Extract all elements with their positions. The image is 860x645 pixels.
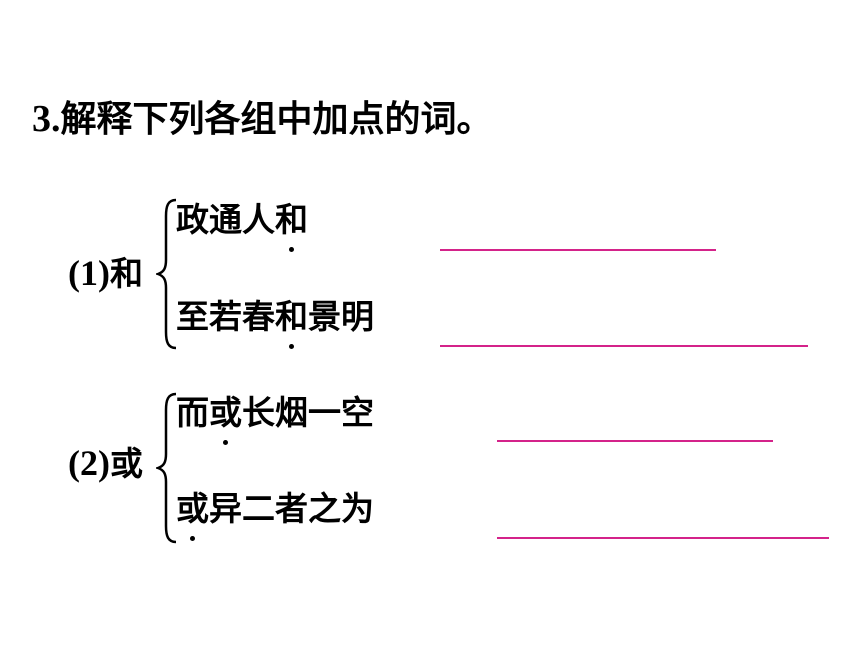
phrase-text: 景明 xyxy=(308,297,374,336)
dotted-character: 或 xyxy=(176,489,209,541)
group-2-answer-line-2[interactable] xyxy=(497,537,829,539)
group-1-answer-line-2[interactable] xyxy=(440,345,808,347)
group-2-word: 或 xyxy=(109,444,143,483)
group-2-number: (2) xyxy=(68,443,110,483)
group-1-word: 和 xyxy=(109,254,143,293)
group-1-brace xyxy=(156,198,177,350)
group-1-number: (1) xyxy=(68,253,110,293)
group-1-label: (1)和 xyxy=(68,255,143,291)
dotted-character: 或 xyxy=(209,393,242,445)
group-1-phrase-1: 政通人和 xyxy=(176,200,308,252)
group-2-label: (2)或 xyxy=(68,445,143,481)
group-2-answer-line-1[interactable] xyxy=(497,440,773,442)
group-2-phrase-1: 而或长烟一空 xyxy=(176,393,374,445)
phrase-text: 长烟一空 xyxy=(242,393,374,432)
phrase-text: 异二者之为 xyxy=(209,489,374,528)
phrase-text: 至若春 xyxy=(176,297,275,336)
phrase-text: 而 xyxy=(176,393,209,432)
dotted-character: 和 xyxy=(275,297,308,349)
question-number: 3. xyxy=(32,98,61,140)
group-1-answer-line-1[interactable] xyxy=(440,249,716,251)
group-2-brace xyxy=(156,392,177,544)
phrase-text: 政通人 xyxy=(176,200,275,239)
question-text: 解释下列各组中加点的词。 xyxy=(60,99,493,140)
question-title: 3.解释下列各组中加点的词。 xyxy=(32,100,493,138)
group-1-phrase-2: 至若春和景明 xyxy=(176,297,374,349)
dotted-character: 和 xyxy=(275,200,308,252)
group-2-phrase-2: 或异二者之为 xyxy=(176,489,374,541)
